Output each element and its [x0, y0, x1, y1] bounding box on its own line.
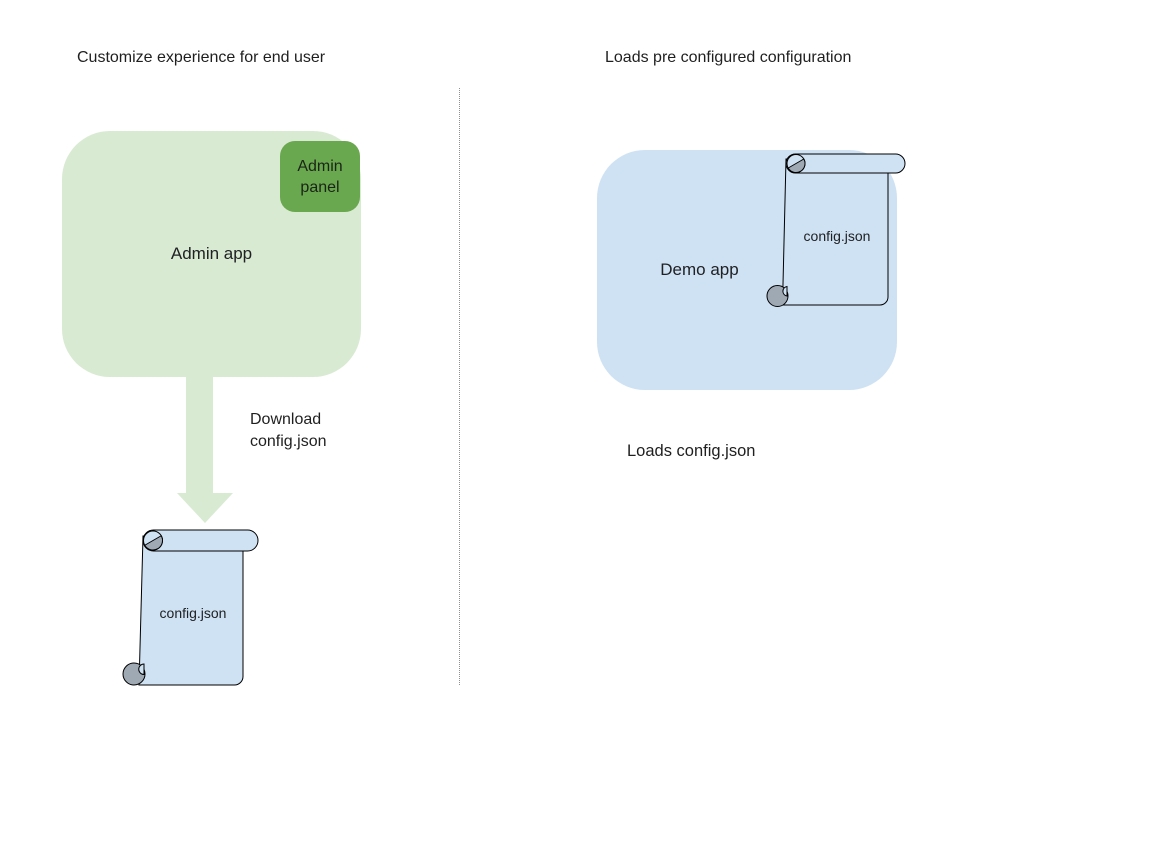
scroll-bottom-curl-notch — [782, 285, 788, 297]
download-arrow-icon — [177, 377, 233, 523]
scroll-top-roll — [785, 153, 906, 174]
arrow-shaft — [186, 377, 213, 494]
scroll-body — [781, 158, 889, 306]
scroll-bottom-curl-notch — [138, 663, 145, 676]
config-json-scroll-right: config.json — [766, 153, 906, 307]
download-arrow-label: Download config.json — [250, 411, 327, 450]
right-section-title: Loads pre configured configuration — [605, 49, 852, 66]
scroll-label-right: config.json — [804, 228, 871, 244]
scroll-label-left: config.json — [160, 605, 227, 621]
config-json-scroll-left: config.json — [122, 529, 259, 686]
admin-app-box: Admin app Admin panel — [62, 131, 361, 377]
scroll-top-curl-shade — [787, 158, 806, 173]
admin-app-label: Admin app — [170, 244, 253, 263]
admin-panel-label: Admin panel — [297, 157, 343, 196]
admin-panel-badge: Admin panel — [280, 141, 360, 212]
loads-config-caption: Loads config.json — [627, 442, 756, 460]
scroll-top-curl-shade — [144, 535, 163, 551]
demo-app-label: Demo app — [660, 260, 739, 279]
section-divider — [459, 88, 460, 685]
scroll-body — [138, 535, 244, 686]
arrow-head — [177, 493, 233, 523]
left-section-title: Customize experience for end user — [77, 49, 326, 66]
